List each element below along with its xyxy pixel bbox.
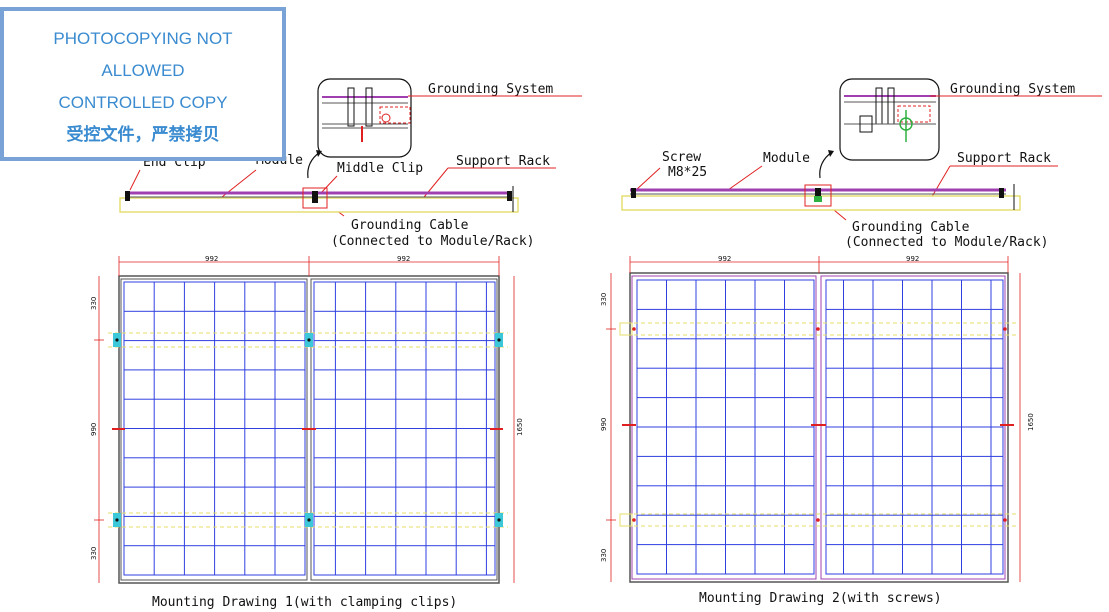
support-rack-label-2: Support Rack [957,151,1051,166]
grounding-detail-bubble-1 [317,78,412,158]
panel-plan-1: 992 992 330 990 330 1650 [90,255,524,584]
grounding-cable-label-2: Grounding Cable [852,220,970,235]
module-right-cells-1 [313,281,496,576]
stamp-line-1: PHOTOCOPYING NOT [53,29,233,48]
module-right-cells-2 [825,279,1004,575]
grounding-system-label-1: Grounding System [428,82,553,97]
drawing-2: Grounding System Screw M8*25 Module Supp… [600,78,1102,606]
side-profile-1 [119,186,519,213]
screw-size-label: M8*25 [668,165,707,180]
dim-width-right-1: 992 [397,255,410,263]
dim-height-2: 1650 [1027,413,1035,431]
dim-middle-1: 990 [90,423,98,436]
stamp-line-3: CONTROLLED COPY [58,93,228,112]
middle-clip-label: Middle Clip [337,161,423,176]
grounding-system-label-2: Grounding System [950,82,1075,97]
dim-bottom-2: 330 [600,549,608,562]
caption-drawing-1: Mounting Drawing 1(with clamping clips) [152,595,457,610]
grounding-detail-bubble-2 [839,78,940,161]
dim-top-1: 330 [90,297,98,310]
dim-bottom-1: 330 [90,547,98,560]
dim-height-1: 1650 [516,418,524,436]
screw-label: Screw [662,150,701,165]
dim-top-2: 330 [600,293,608,306]
dim-width-right-2: 992 [906,255,919,263]
module-label-2: Module [763,151,810,166]
panel-plan-2: 992 992 330 990 330 1650 [600,255,1035,583]
side-profile-2 [621,184,1021,211]
dim-width-left-2: 992 [718,255,731,263]
stamp-line-4: 受控文件，严禁拷贝 [66,125,220,144]
grounding-cable-note-1: (Connected to Module/Rack) [331,234,535,249]
support-rack-label-1: Support Rack [456,154,550,169]
dim-middle-2: 990 [600,418,608,431]
stamp-line-2: ALLOWED [101,61,185,80]
grounding-cable-label-1: Grounding Cable [351,218,469,233]
caption-drawing-2: Mounting Drawing 2(with screws) [699,591,942,606]
controlled-copy-stamp: PHOTOCOPYING NOT ALLOWED CONTROLLED COPY… [0,7,286,161]
module-left-cells-2 [636,279,815,575]
drawing-1: Grounding System End Clip Module Middle … [90,78,582,610]
module-left-cells-1 [123,281,306,576]
grounding-cable-note-2: (Connected to Module/Rack) [845,235,1049,250]
dim-width-left-1: 992 [205,255,218,263]
